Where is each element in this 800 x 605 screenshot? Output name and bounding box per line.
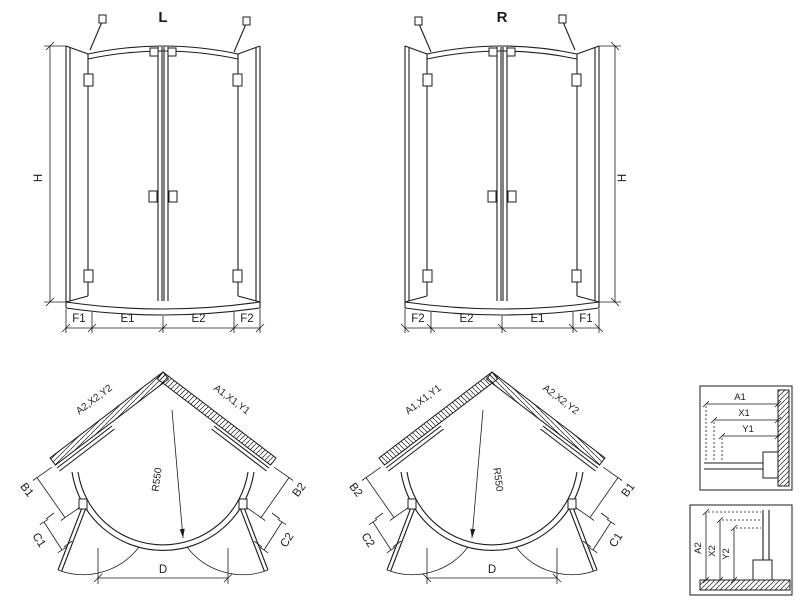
plan-left-wall-left-label: A2,X2,Y2: [74, 383, 115, 417]
plan-right-b2-label: B2: [346, 481, 364, 499]
elevation-left-dim-e1: E1: [120, 313, 134, 325]
detail-bottom-view: A2 X2 Y2: [689, 504, 793, 596]
plan-left-view: A2,X2,Y2 A1,X1,Y1 B1 B2 C1 C2 R550 D: [17, 371, 309, 585]
detail-bottom-dim-a2: A2: [693, 542, 704, 554]
plan-left-width-label: D: [159, 564, 167, 576]
elevation-left-title: L: [158, 9, 167, 26]
plan-left-c2-label: C2: [278, 531, 296, 550]
elevation-left-dim-e2: E2: [191, 313, 205, 325]
elevation-right-title: R: [497, 9, 508, 26]
elevation-right-drawing: [400, 14, 622, 334]
detail-top-dim-lines: [702, 400, 782, 440]
elevation-right-dim-e1: E1: [530, 313, 544, 325]
plan-left-radius-label: R550: [150, 467, 164, 493]
detail-bottom-dim-y2: Y2: [721, 548, 732, 560]
elevation-right-dim-e2: E2: [459, 313, 473, 325]
plan-left-b2-label: B2: [291, 481, 309, 499]
detail-top-profile-block: [762, 451, 779, 479]
elevation-left-drawing: [43, 14, 265, 334]
detail-top-dim-x1: X1: [738, 408, 750, 419]
plan-right-width-label: D: [488, 564, 496, 576]
plan-right-c1-label: C1: [607, 531, 625, 550]
detail-bottom-dim-lines: [702, 508, 738, 584]
detail-bottom-dim-x2: X2: [707, 545, 718, 557]
elevation-left-height-label: H: [33, 174, 45, 182]
plan-left-c1-label: C1: [29, 531, 47, 550]
detail-bottom-profile-block: [752, 559, 773, 581]
plan-right-b1-label: B1: [620, 481, 638, 499]
detail-bottom-extension-lines: [708, 511, 761, 529]
plan-right-view: A1,X1,Y1 A2,X2,Y2 B2 B1 C2 C1 R550 D: [346, 371, 638, 585]
detail-top-dim-y1: Y1: [742, 424, 754, 435]
plan-right-c2-label: C2: [358, 531, 376, 550]
plan-right-radius-label: R550: [490, 467, 504, 493]
plan-right-wall-left-label: A1,X1,Y1: [403, 383, 444, 417]
plan-left-b1-label: B1: [17, 481, 35, 499]
elevation-right-dim-f1: F1: [579, 313, 592, 325]
elevation-right-height-label: H: [617, 174, 629, 182]
detail-top-wall-section: [777, 389, 790, 487]
elevation-left-dim-f2: F2: [240, 313, 253, 325]
plan-left-wall-right-label: A1,X1,Y1: [211, 383, 252, 417]
elevation-right-view: R H F2 E2 E1 F1: [400, 9, 629, 334]
elevation-left-dim-f1: F1: [72, 313, 85, 325]
detail-bottom-floor-section: [699, 579, 791, 591]
detail-top-dim-a1: A1: [734, 392, 746, 403]
elevation-right-dim-f2: F2: [411, 313, 424, 325]
detail-top-extension-lines: [705, 406, 723, 461]
detail-top-view: A1 X1 Y1: [699, 385, 793, 491]
elevation-left-view: L H F1 E1 E2 F2: [33, 9, 265, 334]
plan-right-wall-right-label: A2,X2,Y2: [540, 383, 581, 417]
